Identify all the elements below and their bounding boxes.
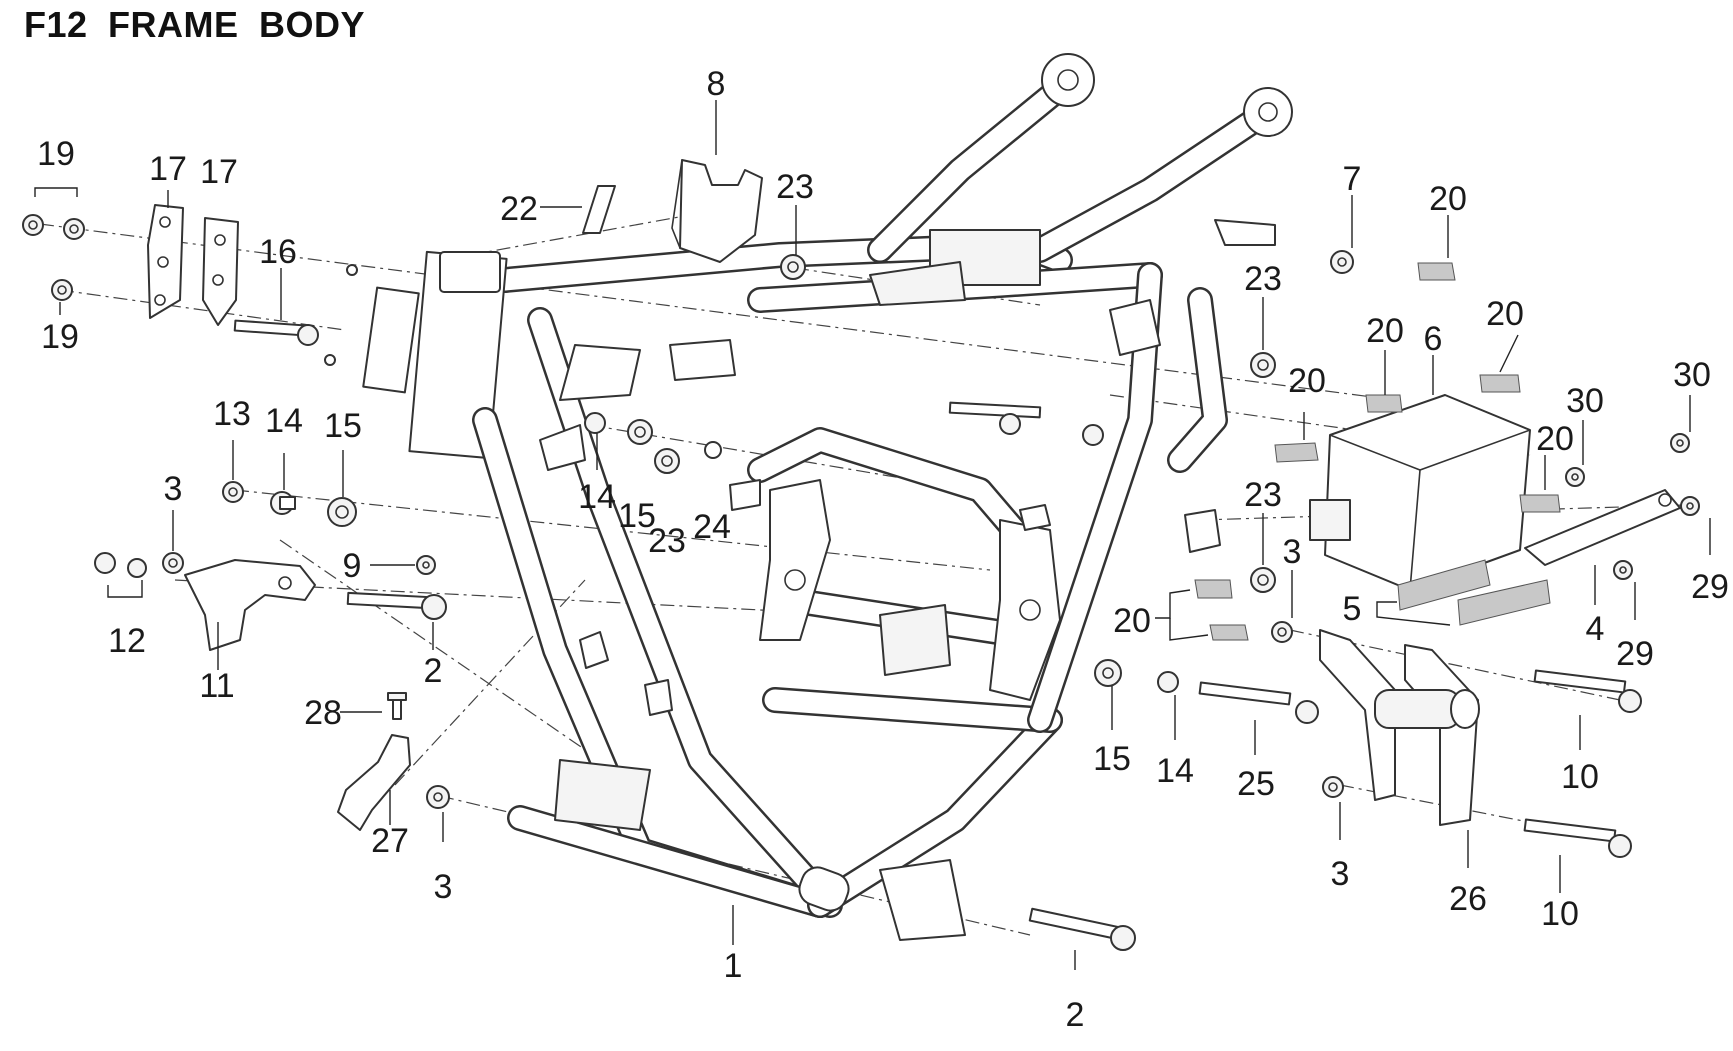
part-29-30-nuts xyxy=(1565,433,1700,580)
part-3-12-left xyxy=(94,552,184,578)
part-2-bolt-bottom xyxy=(1028,907,1136,951)
part-4-strap xyxy=(1524,489,1681,566)
callout-20: 20 xyxy=(1429,180,1467,218)
callout-1: 1 xyxy=(724,947,743,985)
callout-4: 4 xyxy=(1586,610,1605,648)
callout-17: 17 xyxy=(149,150,187,188)
page-title: F12 FRAME BODY xyxy=(24,4,366,45)
callout-23: 23 xyxy=(1244,476,1282,514)
part-11-bracket xyxy=(184,559,316,651)
part-27-bracket xyxy=(337,734,411,831)
callout-20: 20 xyxy=(1288,362,1326,400)
callout-28: 28 xyxy=(304,694,342,732)
callout-3: 3 xyxy=(434,868,453,906)
callout-23: 23 xyxy=(1244,260,1282,298)
callout-10: 10 xyxy=(1561,758,1599,796)
callout-22: 22 xyxy=(500,190,538,228)
callout-5: 5 xyxy=(1343,590,1362,628)
callout-17: 17 xyxy=(200,153,238,191)
callout-20: 20 xyxy=(1113,602,1151,640)
callout-3: 3 xyxy=(1283,533,1302,571)
callout-25: 25 xyxy=(1237,765,1275,803)
callout-20: 20 xyxy=(1486,295,1524,333)
callout-30: 30 xyxy=(1566,382,1604,420)
callout-23: 23 xyxy=(776,168,814,206)
upper-right-bolt xyxy=(948,401,1104,446)
part-26-plates xyxy=(1319,629,1480,826)
part-16-bolt xyxy=(233,319,319,346)
callout-20: 20 xyxy=(1366,312,1404,350)
callout-8: 8 xyxy=(707,65,726,103)
callout-27: 27 xyxy=(371,822,409,860)
callout-labels: 19 19 17 17 16 13 14 15 3 12 11 2 9 8 22… xyxy=(37,65,1729,1034)
callout-15: 15 xyxy=(1093,740,1131,778)
part-8-cover xyxy=(671,159,763,263)
callout-19: 19 xyxy=(37,135,75,173)
callout-9: 9 xyxy=(343,547,362,585)
callout-2: 2 xyxy=(424,652,443,690)
part-5-pads xyxy=(1397,559,1551,626)
callout-19: 19 xyxy=(41,318,79,356)
part-20-pads xyxy=(1194,262,1561,641)
part-14-15-24-centre xyxy=(584,412,722,459)
main-frame xyxy=(408,53,1293,941)
part-2-bolt-left xyxy=(346,591,447,620)
leader-lines xyxy=(34,100,1711,970)
callout-14: 14 xyxy=(265,402,303,440)
callout-15: 15 xyxy=(324,407,362,445)
callout-14: 14 xyxy=(1156,752,1194,790)
callout-3: 3 xyxy=(1331,855,1350,893)
callout-15: 15 xyxy=(618,497,656,535)
part-3-nut-lower-left xyxy=(426,785,450,809)
callout-3: 3 xyxy=(164,470,183,508)
part-6-battery-box xyxy=(1309,394,1531,591)
callout-13: 13 xyxy=(213,395,251,433)
callout-23: 23 xyxy=(648,522,686,560)
part-28-screw xyxy=(387,692,407,720)
part-10-bolts xyxy=(1523,669,1642,858)
callout-14: 14 xyxy=(578,478,616,516)
callout-10: 10 xyxy=(1541,895,1579,933)
callout-29: 29 xyxy=(1691,568,1729,606)
part-7-nut xyxy=(1330,250,1354,274)
part-13-14-15-left xyxy=(222,481,357,527)
part-19-nuts xyxy=(22,214,85,301)
callout-6: 6 xyxy=(1424,320,1443,358)
part-17-brackets xyxy=(147,204,239,326)
callout-20: 20 xyxy=(1536,420,1574,458)
callout-12: 12 xyxy=(108,622,146,660)
part-23-grommets xyxy=(654,254,1276,593)
callout-29: 29 xyxy=(1616,635,1654,673)
callout-11: 11 xyxy=(199,667,234,705)
callout-7: 7 xyxy=(1343,160,1362,198)
part-15-14-25-right xyxy=(1094,659,1319,724)
steering-head-screws xyxy=(324,264,420,394)
callout-26: 26 xyxy=(1449,880,1487,918)
callout-24: 24 xyxy=(693,508,731,546)
callout-30: 30 xyxy=(1673,356,1711,394)
part-3-nuts-right xyxy=(1271,621,1344,798)
callout-2: 2 xyxy=(1066,996,1085,1034)
part-9-nut xyxy=(416,555,436,575)
callout-16: 16 xyxy=(259,233,297,271)
part-22-pad xyxy=(582,185,616,234)
